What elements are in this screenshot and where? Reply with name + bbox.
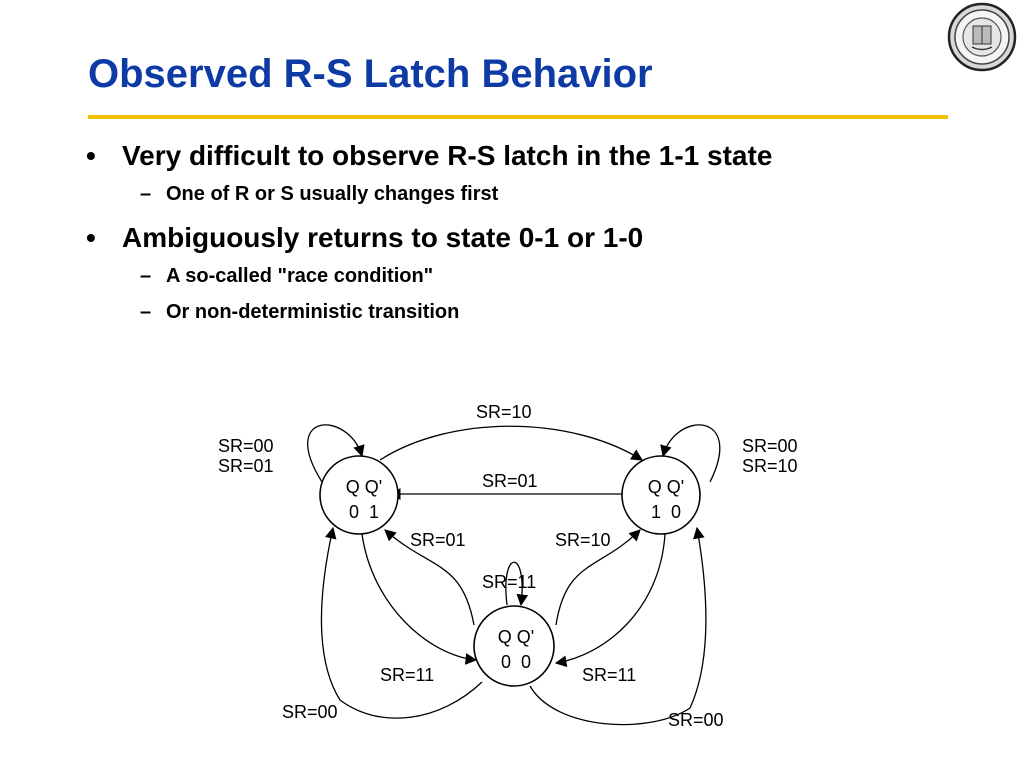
sub-bullet-item: – One of R or S usually changes first [86, 176, 986, 212]
state-node-01: Q Q' 0 1 [319, 455, 399, 535]
sub-bullet-text: Or non-deterministic transition [166, 301, 460, 323]
edge-label: SR=10 [555, 530, 611, 550]
title-divider [88, 115, 948, 119]
edge-label: SR=01 [482, 471, 538, 491]
edge-label: SR=00 [742, 436, 798, 456]
edge-label: SR=00 [668, 710, 724, 730]
edge-s01-self-loop [307, 424, 365, 483]
edge-label: SR=00 [282, 702, 338, 722]
sub-bullet-list: – One of R or S usually changes first [86, 176, 986, 212]
bullet-text: Ambiguously returns to state 0-1 or 1-0 [122, 222, 644, 253]
slide-title: Observed R-S Latch Behavior [88, 52, 653, 96]
edge-s00-to-s01 [384, 529, 475, 626]
edge-label: SR=10 [742, 456, 798, 476]
sub-bullet-text: One of R or S usually changes first [166, 183, 499, 205]
sub-bullet-item: – A so-called "race condition" [86, 258, 986, 294]
sub-list-container: – A so-called "race condition" – Or non-… [86, 258, 986, 330]
sub-bullet-glyph: – [140, 183, 152, 205]
edge-s01-to-s10 [379, 425, 643, 461]
edge-label: SR=01 [410, 530, 466, 550]
bullet-glyph: • [86, 222, 96, 253]
edge-s01-to-s00 [361, 533, 478, 665]
state-node-10: Q Q' 1 0 [621, 455, 701, 535]
edge-s00-self-loop [505, 561, 529, 607]
edge-label: SR=00 [218, 436, 274, 456]
sub-bullet-item: – Or non-deterministic transition [86, 294, 986, 330]
sub-bullet-text: A so-called "race condition" [166, 265, 434, 287]
bullet-glyph: • [86, 140, 96, 171]
edge-label: SR=11 [582, 665, 636, 685]
state-label: Q Q' [346, 477, 382, 497]
edge-s10-to-s00 [554, 533, 666, 668]
edge-label: SR=01 [218, 456, 274, 476]
state-label: Q Q' [498, 627, 534, 647]
edge-s00-to-s10-outer [529, 526, 707, 726]
bullet-list: • Very difficult to observe R-S latch in… [86, 136, 986, 334]
edge-s10-self-loop [660, 424, 721, 483]
sub-bullet-glyph: – [140, 301, 152, 323]
state-value: 0 1 [349, 502, 379, 522]
edge-label: SR=10 [476, 402, 532, 422]
bullet-item: • Ambiguously returns to state 0-1 or 1-… [86, 218, 986, 258]
sub-bullet-glyph: – [140, 265, 152, 287]
edge-label: SR=11 [482, 572, 536, 592]
bullet-item: • Very difficult to observe R-S latch in… [86, 136, 986, 176]
sub-bullet-list: – A so-called "race condition" – Or non-… [86, 258, 986, 330]
edge-label: SR=11 [380, 665, 434, 685]
state-node-00: Q Q' 0 0 [473, 605, 555, 687]
edge-s00-to-s01-outer [320, 526, 483, 719]
bullet-text: Very difficult to observe R-S latch in t… [122, 140, 773, 171]
edge-s00-to-s10 [555, 529, 641, 626]
state-label: Q Q' [648, 477, 684, 497]
state-value: 0 0 [501, 652, 531, 672]
sub-list-container: – One of R or S usually changes first [86, 176, 986, 212]
university-seal-icon [947, 2, 1017, 72]
state-value: 1 0 [651, 502, 681, 522]
